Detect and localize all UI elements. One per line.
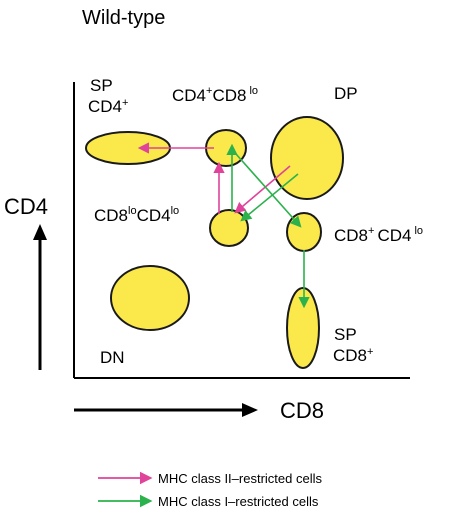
dp-population	[270, 116, 344, 200]
legend: MHC class II–restricted cells MHC class …	[98, 471, 322, 509]
class1-dp-to-dlo-arrow	[240, 173, 299, 222]
dn-population	[110, 265, 190, 331]
svg-text:SP: SP	[90, 76, 113, 95]
cd8-cd4lo-population	[286, 212, 322, 252]
svg-text:CD8+: CD8+	[333, 346, 373, 365]
legend-class1-label: MHC class I–restricted cells	[158, 494, 319, 509]
cd4-arrow-head-icon	[33, 224, 47, 240]
legend-class2-label: MHC class II–restricted cells	[158, 471, 322, 486]
sp-cd8-population	[286, 287, 320, 369]
cd8lo-cd4lo-label: CD8loCD4lo	[94, 205, 179, 225]
dp-label: DP	[334, 84, 358, 103]
class1-to-cd8-cd4lo-arrow	[235, 153, 302, 228]
x-axis-label: CD8	[280, 398, 324, 423]
dn-label: DN	[100, 348, 125, 367]
svg-text:SP: SP	[334, 325, 357, 344]
class2-dp-to-dlo-arrow	[234, 165, 291, 214]
y-axis-label: CD4	[4, 194, 48, 219]
diagram-title: Wild-type	[82, 7, 165, 29]
sp-cd4-label: SP CD4+	[88, 76, 128, 116]
cd8lo-cd4lo-population	[209, 209, 249, 247]
sp-cd8-label: SP CD8+	[333, 325, 373, 365]
svg-text:CD4+: CD4+	[88, 97, 128, 116]
cd8-arrow-head-icon	[242, 403, 258, 417]
